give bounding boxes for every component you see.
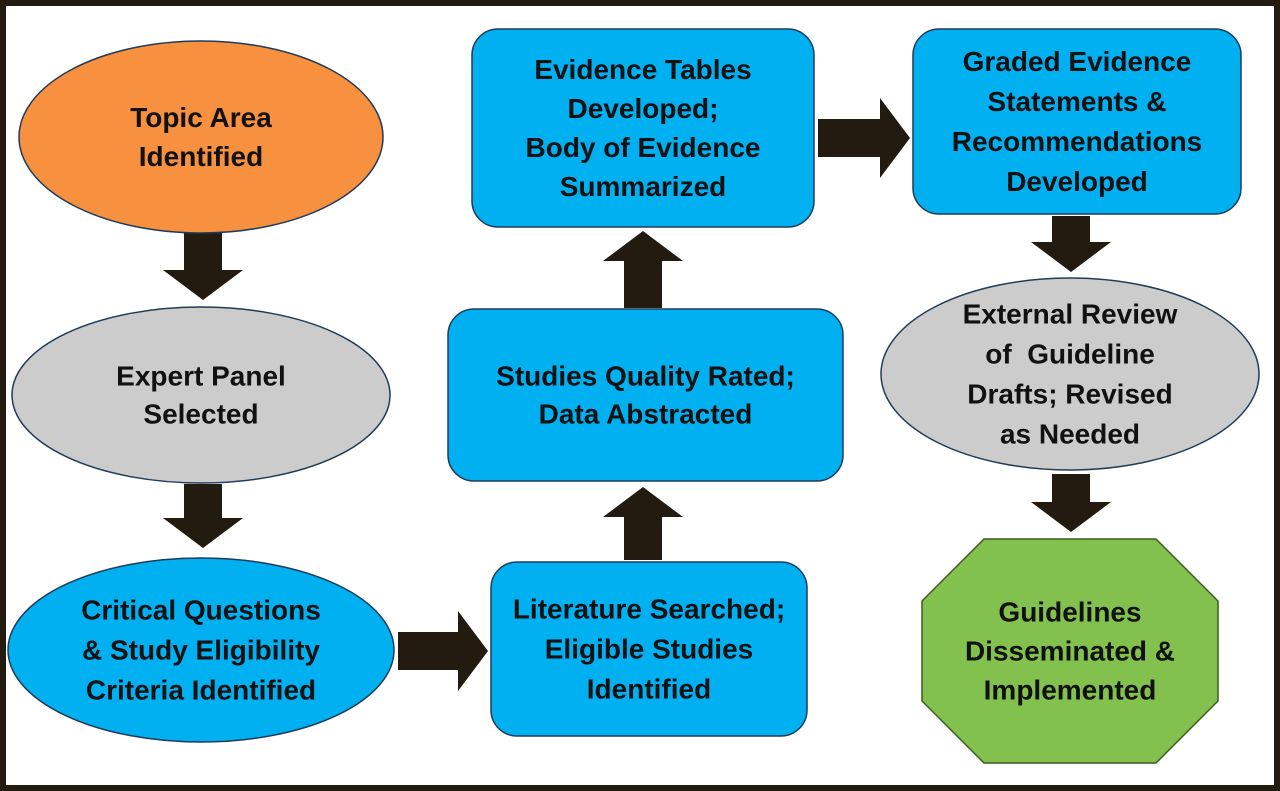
node-label-line: Topic Area — [130, 102, 272, 133]
node-label-line: Expert Panel — [116, 361, 286, 392]
node-label-line: as Needed — [1000, 419, 1140, 450]
node-shape-graded — [912, 28, 1242, 215]
node-label-line: Eligible Studies — [545, 634, 753, 665]
node-label-line: Guidelines — [998, 597, 1141, 628]
node-label-line: Drafts; Revised — [967, 379, 1172, 410]
node-label-line: of Guideline — [985, 339, 1155, 370]
node-label-line: Criteria Identified — [86, 675, 316, 706]
node-label-line: Recommendations — [952, 126, 1203, 157]
node-label-line: Body of Evidence — [526, 132, 761, 163]
node-shape-panel — [11, 306, 391, 484]
node-label-line: Data Abstracted — [539, 399, 753, 430]
node-label-line: Implemented — [984, 675, 1157, 706]
arrow-graded-to-review — [1031, 216, 1111, 272]
node-label-line: Developed; — [568, 93, 719, 124]
node-shape-literature — [490, 561, 808, 737]
arrow-questions-to-literature — [398, 611, 488, 691]
node-label-line: Evidence Tables — [534, 54, 751, 85]
node-shape-topic — [18, 40, 384, 234]
node-shape-tables — [471, 28, 815, 228]
arrow-panel-to-questions — [163, 484, 243, 548]
node-label-line: Studies Quality Rated; — [496, 361, 795, 392]
node-label-line: Critical Questions — [81, 595, 321, 626]
node-label-line: Summarized — [560, 171, 727, 202]
node-shape-quality — [447, 308, 844, 482]
arrow-topic-to-panel — [163, 232, 243, 300]
node-label-line: Literature Searched; — [513, 594, 785, 625]
node-shape-disseminated — [921, 538, 1219, 764]
node-label-line: Selected — [143, 399, 258, 430]
node-label-line: Statements & — [988, 86, 1167, 117]
arrow-literature-to-quality — [603, 487, 683, 560]
arrow-review-to-disseminated — [1031, 474, 1111, 532]
edges-layer — [163, 98, 1111, 691]
node-label-line: Graded Evidence — [963, 46, 1192, 77]
arrow-tables-to-graded — [818, 98, 910, 178]
arrow-quality-to-tables — [603, 231, 683, 308]
node-label-line: & Study Eligibility — [82, 635, 320, 666]
node-label-line: Disseminated & — [965, 636, 1175, 667]
node-quality: Studies Quality Rated; Data Abstracted — [447, 308, 844, 482]
node-label-line: Identified — [587, 674, 711, 705]
node-shape-review — [880, 277, 1260, 471]
node-label-line: Identified — [139, 141, 263, 172]
node-label-line: External Review — [963, 299, 1178, 330]
node-label-line: Developed — [1006, 166, 1148, 197]
node-shape-questions — [7, 557, 395, 743]
node-label-quality: Studies Quality Rated; Data Abstracted — [496, 361, 795, 430]
